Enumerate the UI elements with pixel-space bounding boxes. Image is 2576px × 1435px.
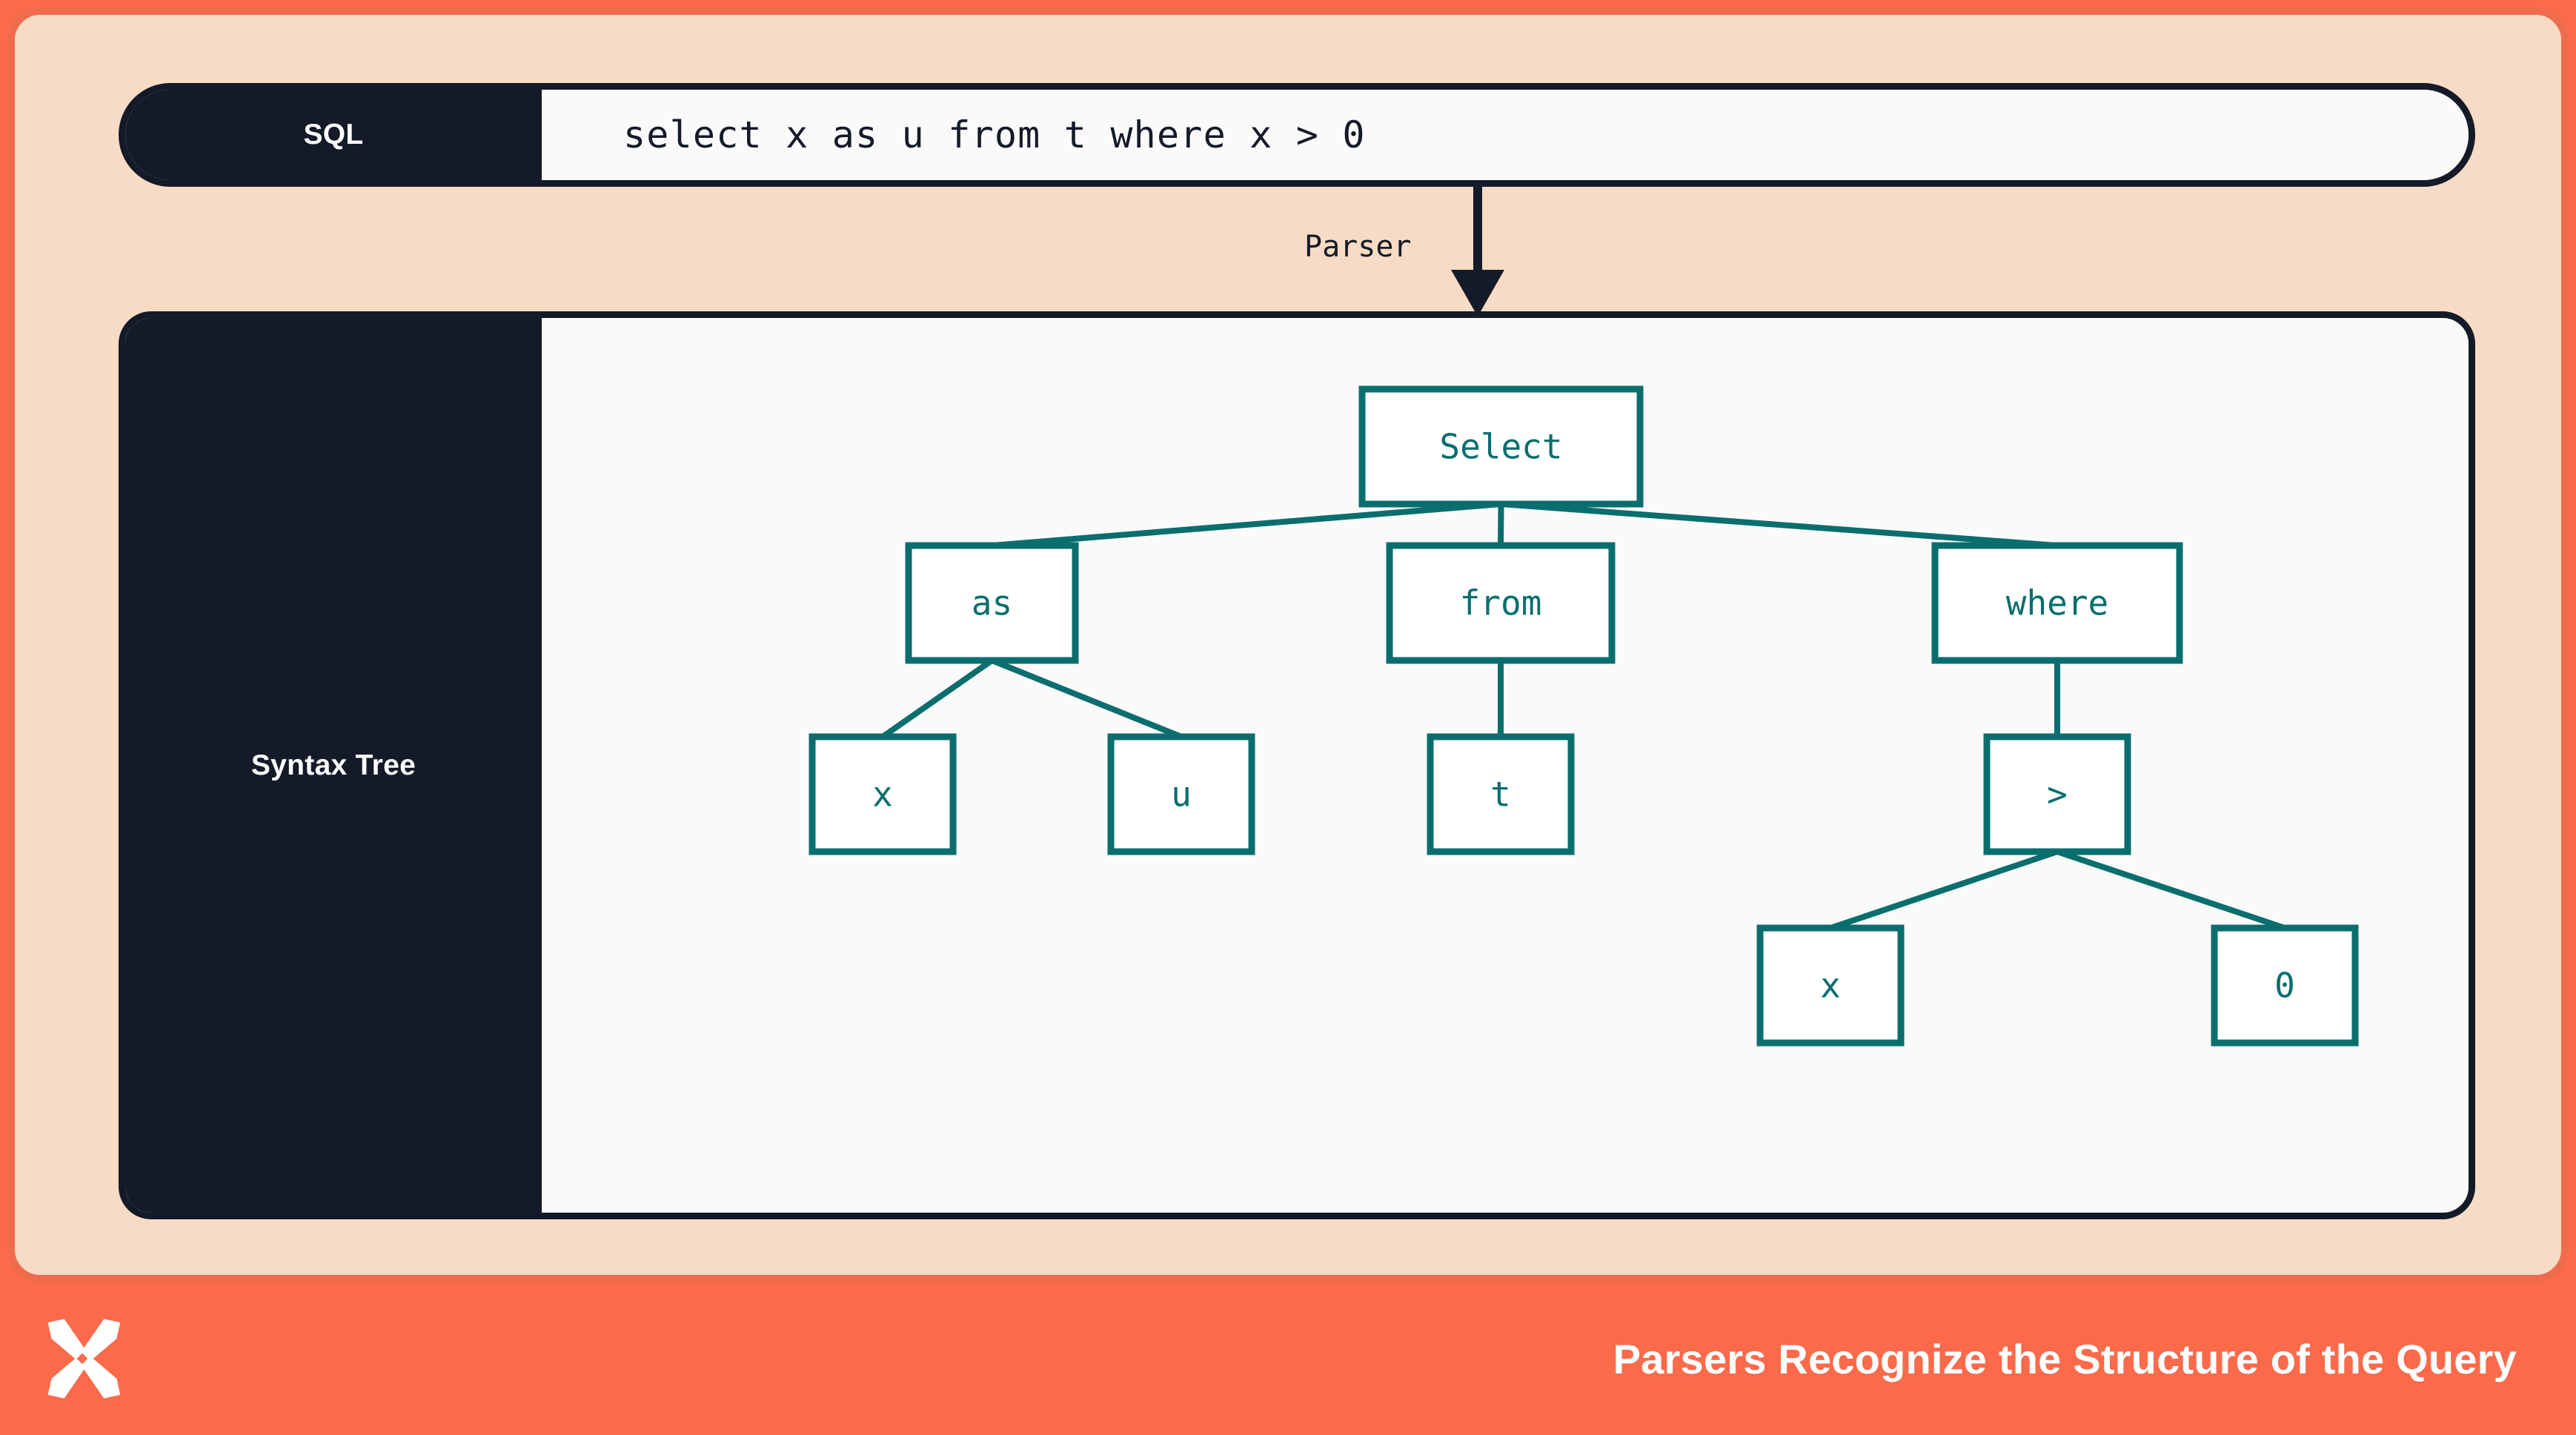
tree-node-label: u [1171, 775, 1192, 815]
parser-arrow [1289, 187, 1660, 319]
parser-label: Parser [1304, 230, 1412, 264]
tree-node-box [2211, 924, 2359, 1047]
tree-node-box [1386, 542, 1616, 664]
tree-edge-select-where [1501, 501, 2058, 549]
tree-node-box [1756, 924, 1905, 1047]
tree-node-as[interactable]: as [905, 542, 1079, 664]
content-card: SQL select x as u from t where x > 0 Par… [7, 7, 2569, 1282]
tree-node-layer: Select as from where x u t > x 0 [809, 385, 2359, 1047]
tree-edge-gt-zero [2056, 849, 2286, 931]
tree-edge-gt-x2 [1829, 849, 2059, 931]
footer-bar: Parsers Recognize the Structure of the Q… [0, 1282, 2576, 1435]
syntax-tree-label: Syntax Tree [125, 318, 542, 1213]
tree-node-label: > [2047, 775, 2068, 815]
sql-label-text: SQL [303, 119, 364, 150]
tree-node-label: 0 [2274, 966, 2295, 1006]
sql-query-text: select x as u from t where x > 0 [623, 113, 1366, 156]
tree-node-where[interactable]: where [1931, 542, 2183, 664]
footer-caption: Parsers Recognize the Structure of the Q… [1613, 1282, 2517, 1435]
tree-node-x1[interactable]: x [809, 733, 957, 855]
sql-query-field[interactable]: select x as u from t where x > 0 [542, 90, 2469, 180]
tree-node-u[interactable]: u [1107, 733, 1255, 855]
tree-node-label: x [1820, 966, 1841, 1006]
tree-node-box [1358, 385, 1644, 508]
down-arrow-icon [1451, 187, 1504, 317]
tree-node-x2[interactable]: x [1756, 924, 1905, 1047]
syntax-tree-panel: Syntax Tree Select as from where x u t > x 0 [119, 311, 2475, 1219]
footer-caption-text: Parsers Recognize the Structure of the Q… [1613, 1335, 2517, 1382]
tree-edge-as-u [991, 657, 1183, 740]
tree-node-gt[interactable]: > [1983, 733, 2131, 855]
sql-row: SQL select x as u from t where x > 0 [119, 83, 2475, 187]
tree-node-label: Select [1439, 427, 1562, 467]
tree-node-box [905, 542, 1079, 664]
tree-node-box [1427, 733, 1575, 855]
tree-node-label: from [1460, 583, 1542, 623]
tree-edge-as-x1 [880, 657, 994, 740]
tree-node-select[interactable]: Select [1358, 385, 1644, 508]
sql-row-label: SQL [125, 90, 542, 180]
tree-node-label: as [972, 583, 1012, 623]
tree-node-label: x [872, 775, 893, 815]
tree-node-box [1983, 733, 2131, 855]
tree-node-box [1931, 542, 2183, 664]
tree-edge-layer [880, 501, 2286, 931]
tree-node-box [809, 733, 957, 855]
tree-edge-select-as [992, 501, 1501, 549]
tree-node-t[interactable]: t [1427, 733, 1575, 855]
tree-node-label: where [2006, 583, 2108, 623]
tree-node-label: t [1490, 775, 1511, 815]
tree-node-box [1107, 733, 1255, 855]
syntax-tree-graph: Select as from where x u t > x 0 [809, 385, 2359, 1047]
syntax-tree-canvas: Select as from where x u t > x 0 [542, 318, 2469, 1213]
syntax-tree-label-text: Syntax Tree [250, 749, 416, 781]
x-mark-logo [37, 1313, 127, 1404]
tree-node-zero[interactable]: 0 [2211, 924, 2359, 1047]
tree-node-from[interactable]: from [1386, 542, 1616, 664]
